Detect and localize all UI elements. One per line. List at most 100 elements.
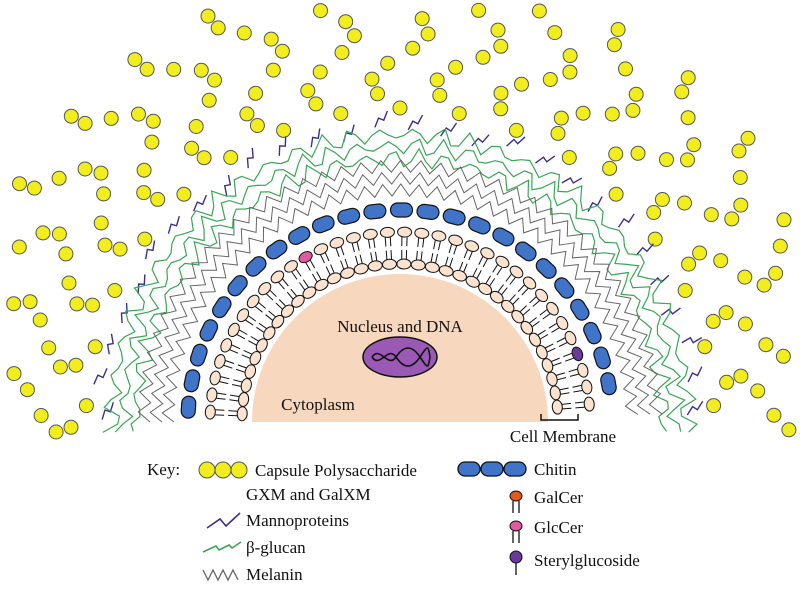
chitin-layer <box>180 202 617 419</box>
capsule-bead <box>625 102 641 118</box>
lipid-tail <box>551 327 560 333</box>
lipid-tail <box>509 294 516 302</box>
lipid-tail <box>529 317 537 324</box>
capsule-bead <box>312 64 328 80</box>
mannoprotein <box>246 147 254 169</box>
capsule-bead <box>680 152 695 168</box>
capsule-bead <box>531 3 547 19</box>
capsule-bead <box>87 339 103 355</box>
lipid-tail <box>563 352 572 358</box>
chitin-unit <box>363 203 387 220</box>
capsule-bead <box>308 96 324 112</box>
capsule-bead <box>420 26 436 42</box>
lipid-tail <box>546 347 556 353</box>
dna-strand-icon <box>371 347 431 367</box>
lipid-head <box>551 399 563 415</box>
capsule-polysaccharide-layer <box>6 2 797 440</box>
capsule-bead <box>346 28 362 44</box>
capsule-bead <box>608 186 624 202</box>
lipid-tail <box>239 329 248 335</box>
capsule-bead <box>300 83 316 99</box>
lipid-tail <box>233 379 243 383</box>
capsule-bead <box>77 161 93 177</box>
capsule-bead <box>562 64 578 80</box>
lipid-tail <box>573 390 583 393</box>
capsule-bead <box>249 118 265 133</box>
capsule-chain <box>677 212 792 298</box>
capsule-bead <box>370 86 385 102</box>
capsule-chain <box>6 294 103 375</box>
lipid-tail <box>517 284 525 292</box>
lipid-head <box>270 270 285 284</box>
lipid-tail <box>248 340 257 346</box>
capsule-bead <box>63 419 79 435</box>
lipid-tail <box>255 306 263 313</box>
lipid-tail <box>468 251 473 261</box>
mannoprotein <box>506 136 526 147</box>
capsule-bead <box>781 422 797 438</box>
capsule-bead <box>338 14 354 30</box>
capsule-bead <box>274 43 290 59</box>
lipid-tail <box>217 392 227 395</box>
chitin-unit <box>245 256 267 277</box>
lipid-head <box>236 308 250 323</box>
lipid-tail <box>501 287 508 295</box>
lipid-tail <box>330 264 335 274</box>
lipid-head <box>509 265 524 279</box>
mannoprotein <box>440 122 458 137</box>
cell-membrane-bracket <box>540 414 579 421</box>
capsule-bead <box>12 176 27 192</box>
cell-membrane-label: Cell Membrane <box>510 427 616 446</box>
capsule-bead <box>697 339 713 355</box>
capsule-bead <box>61 275 77 291</box>
lipid-tail <box>245 319 254 326</box>
lipid-tail <box>562 407 572 410</box>
lipid-tail <box>248 315 257 322</box>
lipid-tail <box>478 256 484 265</box>
capsule-bead <box>196 150 212 166</box>
lipid-tail <box>463 249 468 259</box>
capsule-bead <box>265 62 281 78</box>
mannoprotein <box>342 124 355 143</box>
chitin-unit <box>180 395 197 419</box>
capsule-bead <box>313 3 328 19</box>
mannoprotein <box>106 333 114 355</box>
lipid-tail <box>220 376 230 380</box>
lipid-tail <box>311 273 318 282</box>
legend-sterylglucoside-label: Sterylglucoside <box>534 551 640 570</box>
melanin-strand <box>161 183 639 423</box>
lipid-head <box>546 371 558 387</box>
mannoprotein <box>407 114 424 131</box>
lipid-tail <box>340 260 345 270</box>
capsule-bead <box>112 241 128 257</box>
capsule-bead <box>166 61 182 77</box>
capsule-bead <box>731 143 747 159</box>
capsule-bead <box>364 71 380 87</box>
lipid-tail <box>560 392 570 395</box>
lipid-tail <box>302 279 309 288</box>
capsule-bead <box>680 70 696 86</box>
lipid-head <box>583 396 595 412</box>
lipid-head <box>424 261 440 273</box>
capsule-bead <box>136 185 152 201</box>
capsule-bead <box>48 424 64 440</box>
capsule-bead <box>136 162 152 178</box>
mannoprotein <box>686 400 704 416</box>
lipid-tail <box>286 291 294 300</box>
lipid-tail <box>575 406 585 409</box>
capsule-bead <box>677 283 693 298</box>
lipid-tail <box>305 262 311 271</box>
capsule-bead <box>137 231 153 247</box>
lipid-tail <box>417 237 420 247</box>
capsule-bead <box>733 197 749 213</box>
capsule-bead <box>750 383 766 399</box>
capsule-chain <box>300 3 362 122</box>
lipid-tail <box>266 293 274 301</box>
mannoprotein <box>137 274 146 294</box>
legend: Key: Capsule Polysaccharide GXM and GalX… <box>147 460 640 584</box>
melanin-icon <box>202 568 239 582</box>
lipid-tail <box>290 288 297 297</box>
capsule-bead <box>103 110 119 126</box>
lipid-tail <box>373 238 376 248</box>
legend-title: Key: <box>147 460 180 479</box>
